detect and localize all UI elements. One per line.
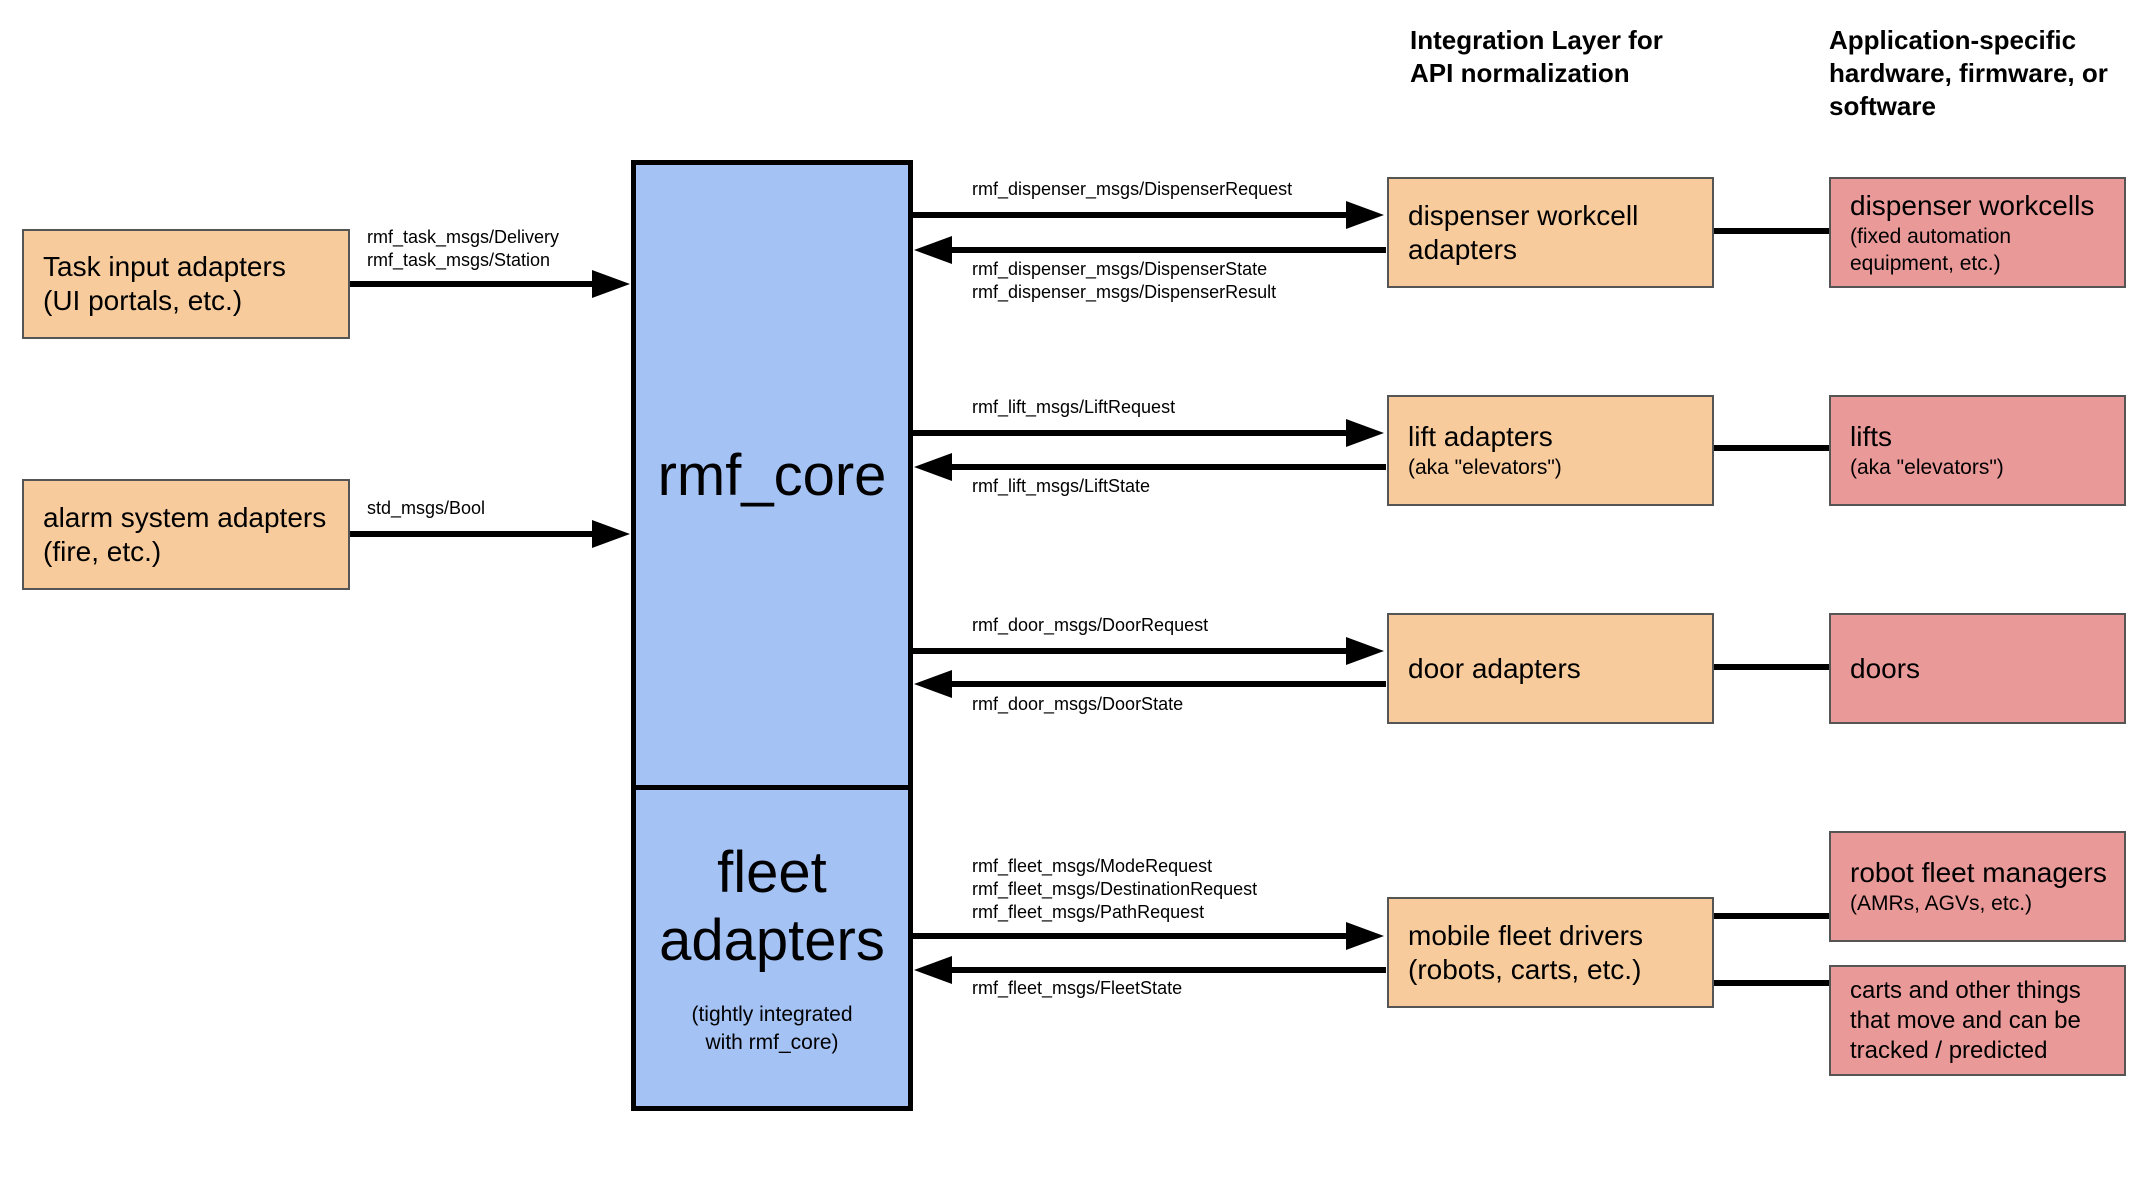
dispenser-request-arrowhead: [1346, 201, 1384, 229]
application-specific-header: Application-specific hardware, firmware,…: [1829, 25, 2108, 121]
lifts-box: lifts (aka "elevators"): [1829, 395, 2126, 506]
door-request-arrowhead: [1346, 637, 1384, 665]
doors-box: doors: [1829, 613, 2126, 724]
door-adapters-box: door adapters: [1387, 613, 1714, 724]
rmf-core-label: rmf_core: [657, 443, 887, 508]
dispenser-state-messages: rmf_dispenser_msgs/DispenserState rmf_di…: [972, 259, 1277, 302]
lift-request-arrowhead: [1346, 419, 1384, 447]
integration-layer-header: Integration Layer for API normalization: [1410, 25, 1663, 88]
dispenser-request-messages: rmf_dispenser_msgs/DispenserRequest: [972, 179, 1293, 199]
fleet-request-arrowhead: [1346, 922, 1384, 950]
dispenser-workcells-box: dispenser workcells (fixed automation eq…: [1829, 177, 2126, 288]
alarm-system-adapters-label: alarm system adapters (fire, etc.): [43, 501, 327, 567]
task-input-arrowhead: [592, 270, 630, 298]
fleet-request-messages: rmf_fleet_msgs/ModeRequest rmf_fleet_msg…: [972, 856, 1258, 922]
dispenser-workcells-note: (fixed automation equipment, etc.): [1850, 224, 2012, 275]
door-state-messages: rmf_door_msgs/DoorState: [972, 694, 1184, 714]
lifts-label: lifts: [1850, 421, 1892, 452]
doors-label: doors: [1850, 652, 1921, 684]
dispenser-workcells-label: dispenser workcells: [1850, 189, 2095, 221]
fleet-adapters-label: fleet adapters: [659, 840, 885, 973]
dispenser-state-arrowhead: [914, 236, 952, 264]
mobile-fleet-drivers-box: mobile fleet drivers (robots, carts, etc…: [1387, 897, 1714, 1008]
fleet-adapters-note: (tightly integrated with rmf_core): [691, 1003, 853, 1054]
alarm-input-arrowhead: [592, 520, 630, 548]
lift-state-arrowhead: [914, 453, 952, 481]
dispenser-workcell-adapters-label: dispenser workcell adapters: [1408, 199, 1639, 265]
task-input-messages: rmf_task_msgs/Delivery rmf_task_msgs/Sta…: [367, 227, 560, 270]
fleet-state-arrowhead: [914, 956, 952, 984]
fleet-state-messages: rmf_fleet_msgs/FleetState: [972, 978, 1183, 998]
mobile-fleet-drivers-label: mobile fleet drivers (robots, carts, etc…: [1408, 919, 1643, 985]
carts-and-other-things-label: carts and other things that move and can…: [1850, 976, 2081, 1064]
lift-adapters-box: lift adapters (aka "elevators"): [1387, 395, 1714, 506]
carts-and-other-things-box: carts and other things that move and can…: [1829, 965, 2126, 1076]
door-state-arrowhead: [914, 670, 952, 698]
lift-adapters-note: (aka "elevators"): [1408, 456, 1562, 479]
lift-state-messages: rmf_lift_msgs/LiftState: [972, 476, 1151, 496]
rmf-core-block: rmf_core: [631, 160, 913, 792]
robot-fleet-managers-box: robot fleet managers (AMRs, AGVs, etc.): [1829, 831, 2126, 942]
robot-fleet-managers-note: (AMRs, AGVs, etc.): [1850, 892, 2033, 915]
door-adapters-label: door adapters: [1408, 652, 1581, 684]
lift-adapters-label: lift adapters: [1408, 421, 1553, 452]
task-input-adapters-box: Task input adapters (UI portals, etc.): [22, 229, 350, 339]
dispenser-workcell-adapters-box: dispenser workcell adapters: [1387, 177, 1714, 288]
alarm-input-messages: std_msgs/Bool: [367, 498, 486, 518]
lift-request-messages: rmf_lift_msgs/LiftRequest: [972, 397, 1176, 417]
robot-fleet-managers-label: robot fleet managers: [1850, 857, 2107, 888]
alarm-system-adapters-box: alarm system adapters (fire, etc.): [22, 479, 350, 590]
lifts-note: (aka "elevators"): [1850, 456, 2004, 479]
task-input-adapters-label: Task input adapters (UI portals, etc.): [43, 251, 286, 316]
door-request-messages: rmf_door_msgs/DoorRequest: [972, 615, 1209, 635]
fleet-adapters-block: fleet adapters (tightly integrated with …: [631, 785, 913, 1111]
